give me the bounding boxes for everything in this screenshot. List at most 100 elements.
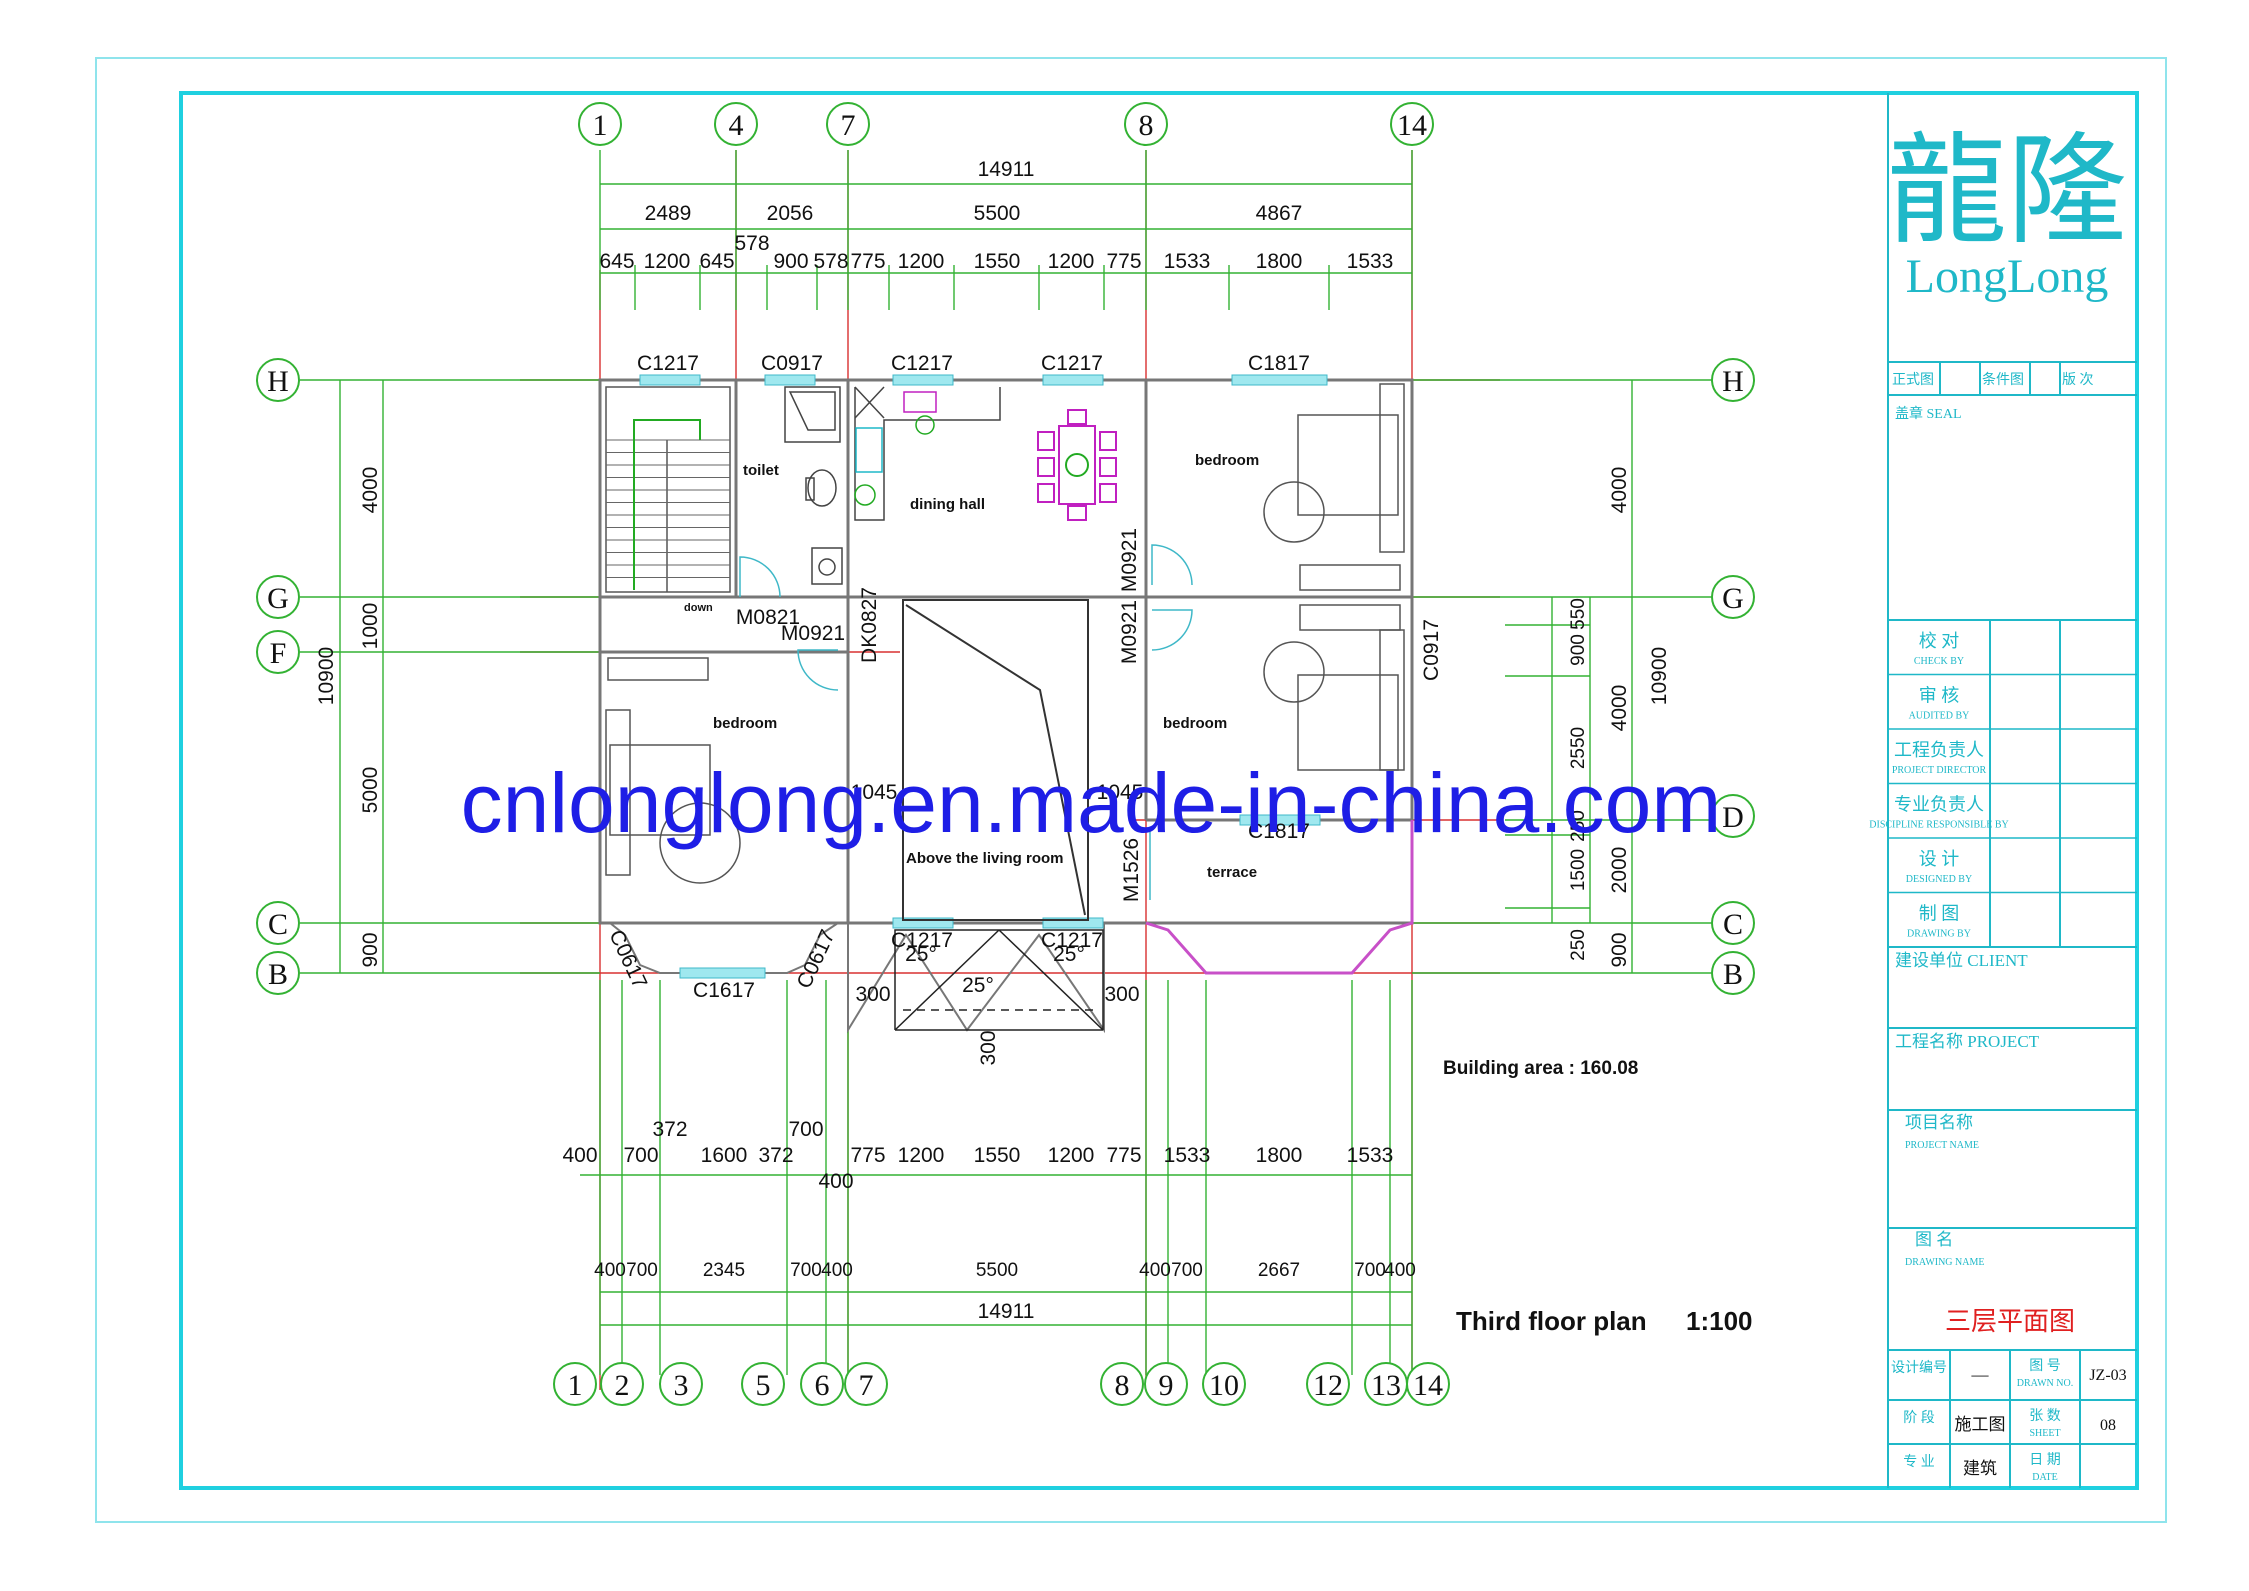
tb-bottom-value: 08	[2100, 1417, 2116, 1434]
axis-bottom-8-label: 8	[1115, 1369, 1130, 1402]
door-label: M0921	[1118, 600, 1141, 664]
dim-top-detail: 1533	[1347, 250, 1394, 273]
doors	[739, 544, 1193, 900]
window-label-bottom: C0617	[793, 926, 840, 992]
door-label: M0921	[1118, 528, 1141, 592]
kitchen-fixtures	[854, 386, 1001, 521]
dining-table	[1037, 409, 1117, 521]
axis-bottom-7-circle	[844, 1362, 888, 1406]
axis-left-C: C	[256, 901, 300, 945]
dim-top-detail: 900	[773, 250, 808, 273]
axis-bottom-7: 7	[844, 1362, 888, 1406]
dim-porch: 300	[855, 983, 890, 1006]
drawing-title: Third floor plan	[1456, 1306, 1647, 1336]
dim-bottom-detail: 1200	[1048, 1144, 1095, 1167]
axis-bottom-5-circle	[741, 1362, 785, 1406]
inner-border	[179, 91, 2139, 1490]
dim-top-segment: 5500	[974, 202, 1021, 225]
tb-drawing-name-cn: 图 名	[1915, 1230, 1953, 1249]
stair-arrow	[633, 419, 701, 590]
dim-left-detail: 900	[359, 932, 382, 967]
tb-project-name-cn: 项目名称	[1905, 1113, 1973, 1132]
dim-right-total: 10900	[1648, 647, 1671, 705]
axis-right-B-circle	[1711, 951, 1755, 995]
dim-top-detail: 1533	[1164, 250, 1211, 273]
axis-right-B-label: B	[1723, 958, 1743, 991]
axis-right-C-circle	[1711, 901, 1755, 945]
tb-bottom-value: JZ-03	[2089, 1367, 2126, 1384]
dim-right-mid: 2000	[1608, 847, 1631, 894]
tb-signoff-cn: 专业负责人	[1894, 795, 1984, 815]
tb-drawing-name-en: DRAWING NAME	[1905, 1257, 1984, 1268]
dim-top-detail: 1200	[1048, 250, 1095, 273]
axis-right-H: H	[1711, 358, 1755, 402]
axis-bottom-7-label: 7	[859, 1369, 874, 1402]
watermark-text: cnlonglong.en.made-in-china.com	[461, 756, 1722, 850]
axis-bottom-9-label: 9	[1159, 1369, 1174, 1402]
tb-bottom-label: 张 数	[2029, 1408, 2061, 1424]
title-block-signoff-lines	[1888, 673, 2137, 894]
axis-left-H-circle	[256, 358, 300, 402]
axis-left-G: G	[256, 575, 300, 619]
tb-bottom-label-en: DRAWN NO.	[2017, 1378, 2073, 1389]
axis-right-B: B	[1711, 951, 1755, 995]
axis-bottom-9-circle	[1144, 1362, 1188, 1406]
beds-and-closets	[605, 383, 1405, 884]
axis-bottom-10-label: 10	[1209, 1369, 1239, 1402]
dim-bottom-detail: 1200	[898, 1144, 945, 1167]
window-label-top: C1217	[1041, 352, 1103, 375]
axis-top-14: 14	[1390, 102, 1434, 146]
dim-bottom-segment: 2345	[703, 1260, 745, 1281]
axis-bottom-12-circle	[1306, 1362, 1350, 1406]
dim-bottom-detail: 400	[818, 1170, 853, 1193]
porch	[894, 929, 1104, 1031]
tb-project: 工程名称 PROJECT	[1895, 1032, 2040, 1051]
axis-top-14-circle	[1390, 102, 1434, 146]
axis-top-7-label: 7	[841, 109, 856, 142]
tb-signoff-cn: 设 计	[1919, 849, 1960, 869]
axis-top-1-circle	[578, 102, 622, 146]
axis-left-C-circle	[256, 901, 300, 945]
dim-porch-angle: 25°	[1053, 943, 1085, 966]
dim-left-detail: 5000	[359, 767, 382, 814]
axis-top-4-label: 4	[729, 109, 744, 142]
axis-bottom-6-circle	[800, 1362, 844, 1406]
dim-left-detail: 1000	[359, 603, 382, 650]
axis-top-1-label: 1	[593, 109, 608, 142]
axis-left-G-circle	[256, 575, 300, 619]
axis-bottom-5: 5	[741, 1362, 785, 1406]
stair-void	[902, 599, 1089, 921]
dim-bottom-segment: 400	[821, 1260, 853, 1281]
axis-top-7: 7	[826, 102, 870, 146]
tb-signoff-en: CHECK BY	[1914, 656, 1964, 667]
dim-top-total: 14911	[978, 158, 1035, 181]
dim-porch: 300	[1104, 983, 1139, 1006]
dim-top-detail: 1200	[644, 250, 691, 273]
axis-left-B-label: B	[268, 958, 288, 991]
axis-top-4-circle	[714, 102, 758, 146]
outer-border	[95, 57, 2167, 1523]
tb-header-revision: 版 次	[2062, 372, 2094, 388]
axis-bottom-6: 6	[800, 1362, 844, 1406]
dim-porch-angle: 25°	[962, 974, 994, 997]
dim-porch-angle: 25°	[905, 943, 937, 966]
dim-bottom-detail: 1600	[701, 1144, 748, 1167]
dim-bottom-total: 14911	[978, 1300, 1035, 1323]
dim-right-inner: 900	[1568, 634, 1589, 666]
axis-bottom-1-label: 1	[568, 1369, 583, 1402]
axis-left-F-label: F	[270, 637, 287, 670]
window-label-bottom: C1217	[891, 929, 953, 952]
axis-right-D-circle	[1711, 794, 1755, 838]
dim-bottom-segment: 400	[1139, 1260, 1171, 1281]
dim-right-inner: 1500	[1568, 849, 1589, 891]
tb-bottom-value: 建筑	[1963, 1459, 1997, 1478]
tb-signoff-cn: 校 对	[1919, 631, 1960, 651]
dim-right-inner: 250	[1568, 810, 1589, 842]
axis-top-7-circle	[826, 102, 870, 146]
door-label: M0821	[736, 606, 800, 629]
terrace-rail	[1145, 820, 1414, 975]
window-label-top: C1217	[637, 352, 699, 375]
door-label: DK0827	[858, 587, 881, 663]
